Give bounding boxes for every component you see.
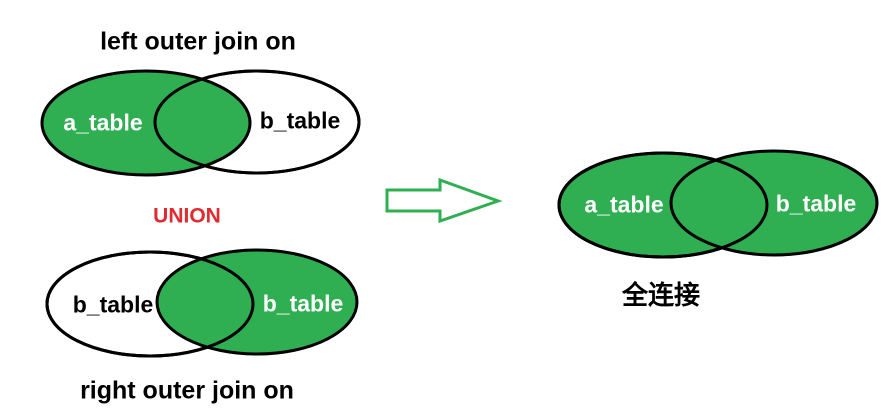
a-table-label-top: a_table — [63, 109, 143, 136]
b-table-ellipse-top-outline — [153, 69, 361, 175]
b-table-left-label-bottom: b_table — [72, 291, 154, 318]
left-outer-join-title: left outer join on — [100, 27, 296, 56]
a-table-ellipse-top — [40, 69, 252, 177]
a-table-label-result: a_table — [584, 191, 664, 218]
b-table-right-ellipse-bottom — [155, 248, 359, 356]
right-arrow-icon — [385, 177, 503, 224]
b-table-label-top: b_table — [259, 107, 341, 134]
a-table-ellipse-result-outline — [557, 151, 769, 259]
venn-left-outer-join — [40, 69, 361, 177]
venn-right-outer-join — [45, 248, 359, 358]
b-table-right-label-bottom: b_table — [262, 290, 344, 317]
b-table-left-ellipse-bottom-outline — [45, 250, 255, 358]
b-table-ellipse-result — [669, 149, 879, 257]
venn-full-join — [557, 149, 879, 259]
union-label: UNION — [153, 204, 221, 228]
b-table-label-result: b_table — [775, 190, 857, 217]
full-join-caption: 全连接 — [621, 280, 701, 310]
right-outer-join-title: right outer join on — [80, 376, 294, 405]
